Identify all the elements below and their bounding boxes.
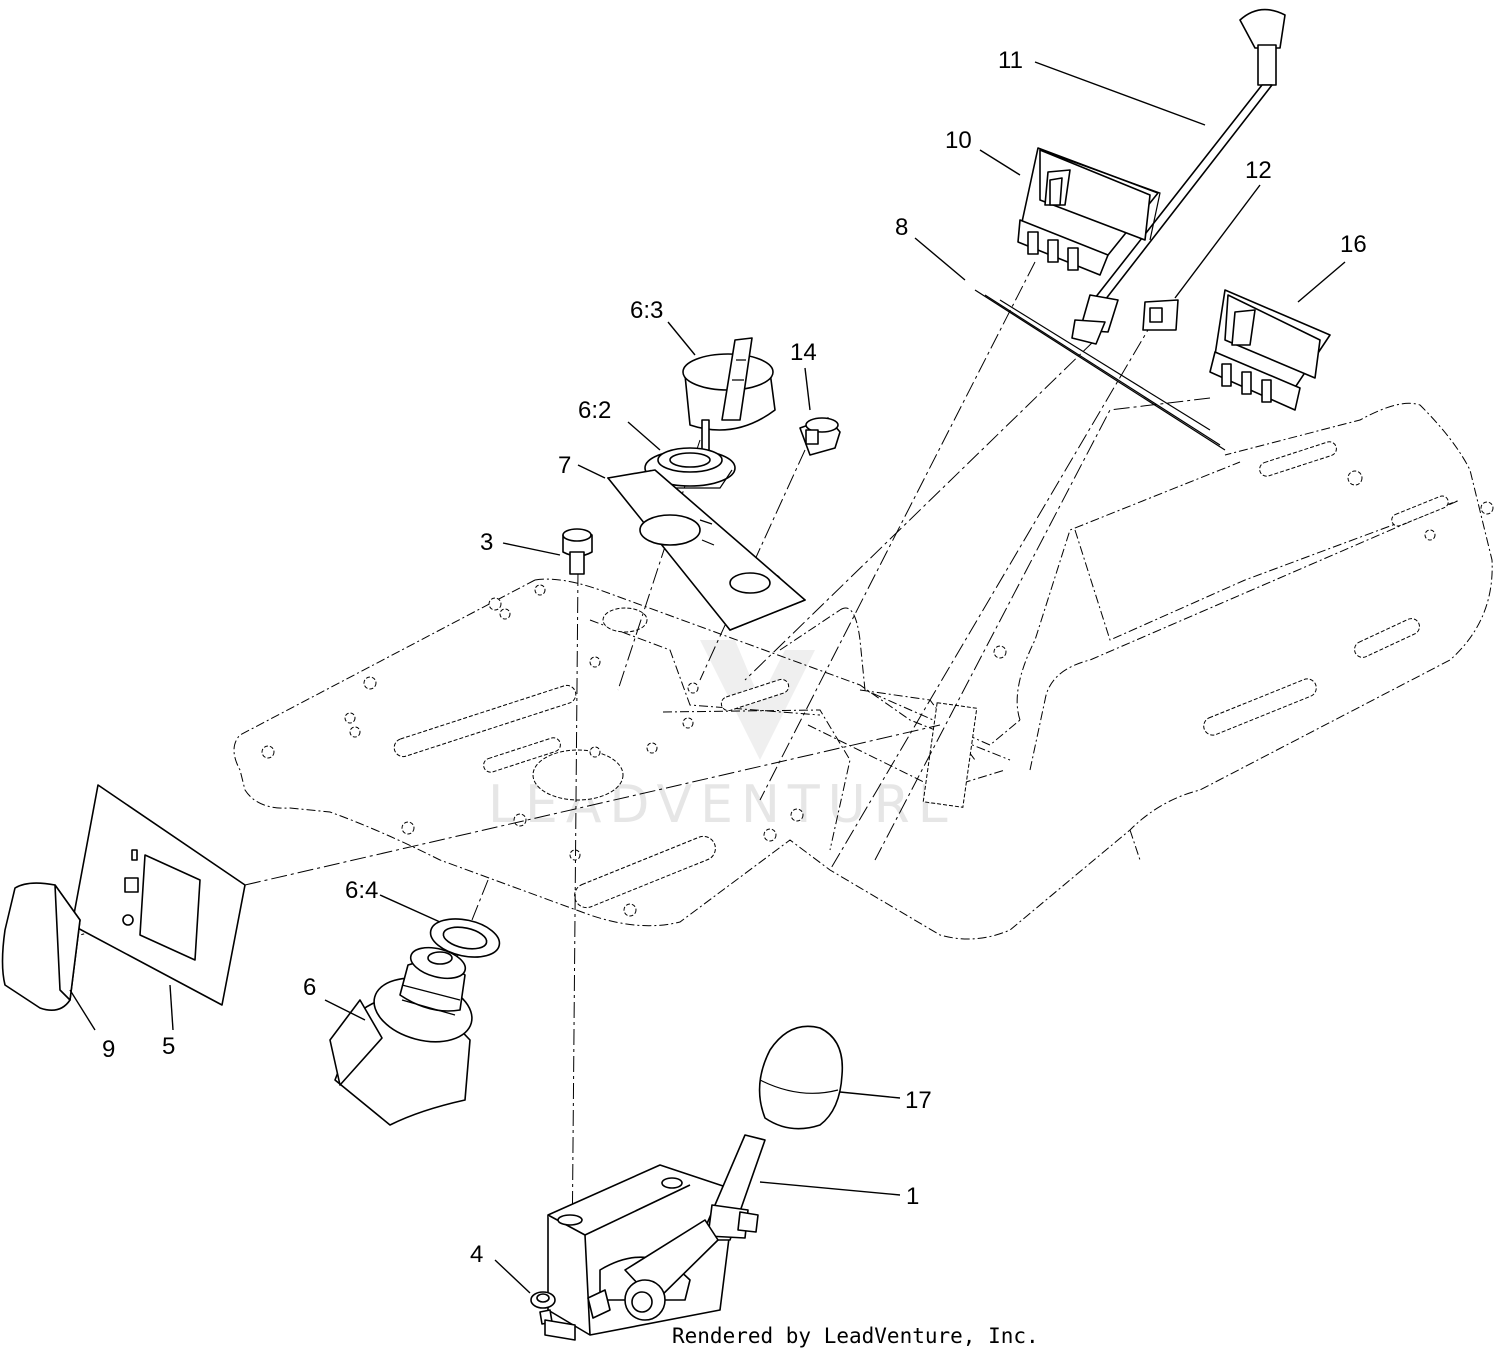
part-11-rod-assembly [1071, 8, 1286, 345]
callout-3: 3 [480, 529, 493, 556]
leader-lines [69, 61, 1346, 1294]
mounting-plate-phantom [233, 402, 1493, 940]
part-6-3-key [682, 337, 776, 456]
callout-4: 4 [470, 1241, 483, 1268]
part-6-2-nut [644, 447, 736, 489]
part-17-knob [758, 1025, 844, 1130]
callout-6-2: 6:2 [578, 397, 611, 424]
plate-slots-and-holes [261, 441, 1494, 917]
callout-10: 10 [945, 127, 972, 154]
part-1-lever-bracket [539, 1134, 766, 1341]
callout-6: 6 [303, 974, 316, 1001]
callout-6-4: 6:4 [345, 877, 378, 904]
explode-lines [61, 261, 1211, 1261]
part-3-bolt [562, 528, 593, 575]
part-14-plug [799, 417, 841, 456]
callout-16: 16 [1340, 231, 1367, 258]
part-5-panel [71, 784, 246, 1006]
callout-1: 1 [906, 1183, 919, 1210]
part-6-ignition-switch [329, 946, 473, 1126]
callout-9: 9 [102, 1036, 115, 1063]
callout-17: 17 [905, 1087, 932, 1114]
callout-7: 7 [558, 452, 571, 479]
part-8-harness-strip [974, 289, 1226, 451]
callout-labels: 11 10 12 16 8 6:3 14 6:2 7 3 6:4 6 9 5 1… [102, 47, 1367, 1268]
callout-6-3: 6:3 [630, 297, 663, 324]
part-12-plug [1142, 299, 1179, 331]
callout-8: 8 [895, 214, 908, 241]
callout-12: 12 [1245, 157, 1272, 184]
part-9-cover [1, 882, 81, 1011]
part-7-decal [607, 469, 806, 631]
part-4-nut [530, 1291, 556, 1309]
part-6-4-washer [429, 918, 501, 958]
render-credit: Rendered by LeadVenture, Inc. [672, 1324, 1039, 1348]
callout-11: 11 [998, 47, 1023, 74]
callout-5: 5 [162, 1033, 175, 1060]
callout-14: 14 [790, 339, 817, 366]
part-16-rocker-switch [1209, 289, 1331, 411]
part-10-rocker-switch [1017, 147, 1161, 276]
